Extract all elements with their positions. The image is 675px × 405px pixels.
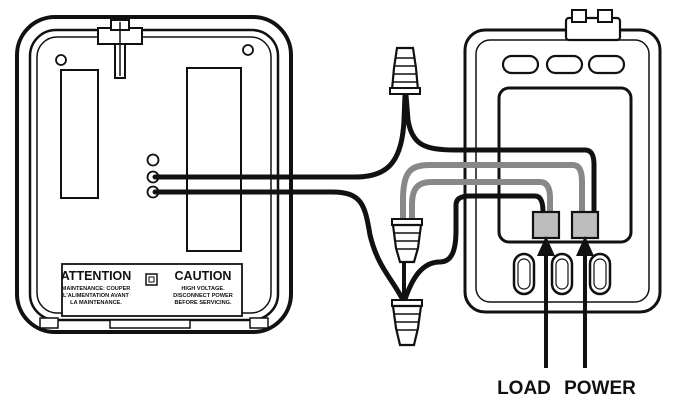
power-label: POWER <box>564 378 636 399</box>
mounting-hole <box>55 54 67 66</box>
backplate-slot-left <box>60 69 99 199</box>
load-label: LOAD <box>497 378 551 399</box>
wall-box <box>463 9 662 314</box>
terminal-unused <box>146 153 160 167</box>
mounting-hole <box>242 44 254 56</box>
vent-slot <box>545 54 584 75</box>
vent-slot <box>587 54 626 75</box>
vent-slot <box>501 54 540 75</box>
wire-lower <box>152 189 407 305</box>
load-arrow <box>537 236 555 368</box>
attention-line-3: LA MAINTENANCE. <box>70 300 122 306</box>
wire-nut-bottom <box>391 299 423 347</box>
mounting-clip <box>97 19 143 79</box>
caution-line-1: HIGH VOLTAGE. <box>181 286 225 292</box>
wire-gray-pair <box>400 162 585 228</box>
wire-nut-middle <box>391 218 423 264</box>
attention-line-1: MAINTENANCE: COUPER <box>62 286 131 292</box>
attention-title: ATTENTION <box>61 269 132 283</box>
top-connector <box>564 9 622 42</box>
backplate-slot-right <box>186 67 242 252</box>
attention-line-2: L'ALIMENTATION AVANT <box>63 293 130 299</box>
bottom-slot <box>550 252 574 296</box>
bottom-slot <box>588 252 612 296</box>
wire-nut-top <box>389 46 421 95</box>
load-terminal <box>531 210 561 240</box>
wire-upper <box>152 92 597 215</box>
warning-label: ATTENTION MAINTENANCE: COUPER L'ALIMENTA… <box>61 263 243 317</box>
caution-line-2: DISCONNECT POWER <box>173 293 233 299</box>
power-arrow <box>576 236 594 368</box>
caution-title: CAUTION <box>175 269 232 283</box>
power-terminal <box>570 210 600 240</box>
caution-line-3: BEFORE SERVICING. <box>174 300 232 306</box>
bottom-slot <box>512 252 536 296</box>
